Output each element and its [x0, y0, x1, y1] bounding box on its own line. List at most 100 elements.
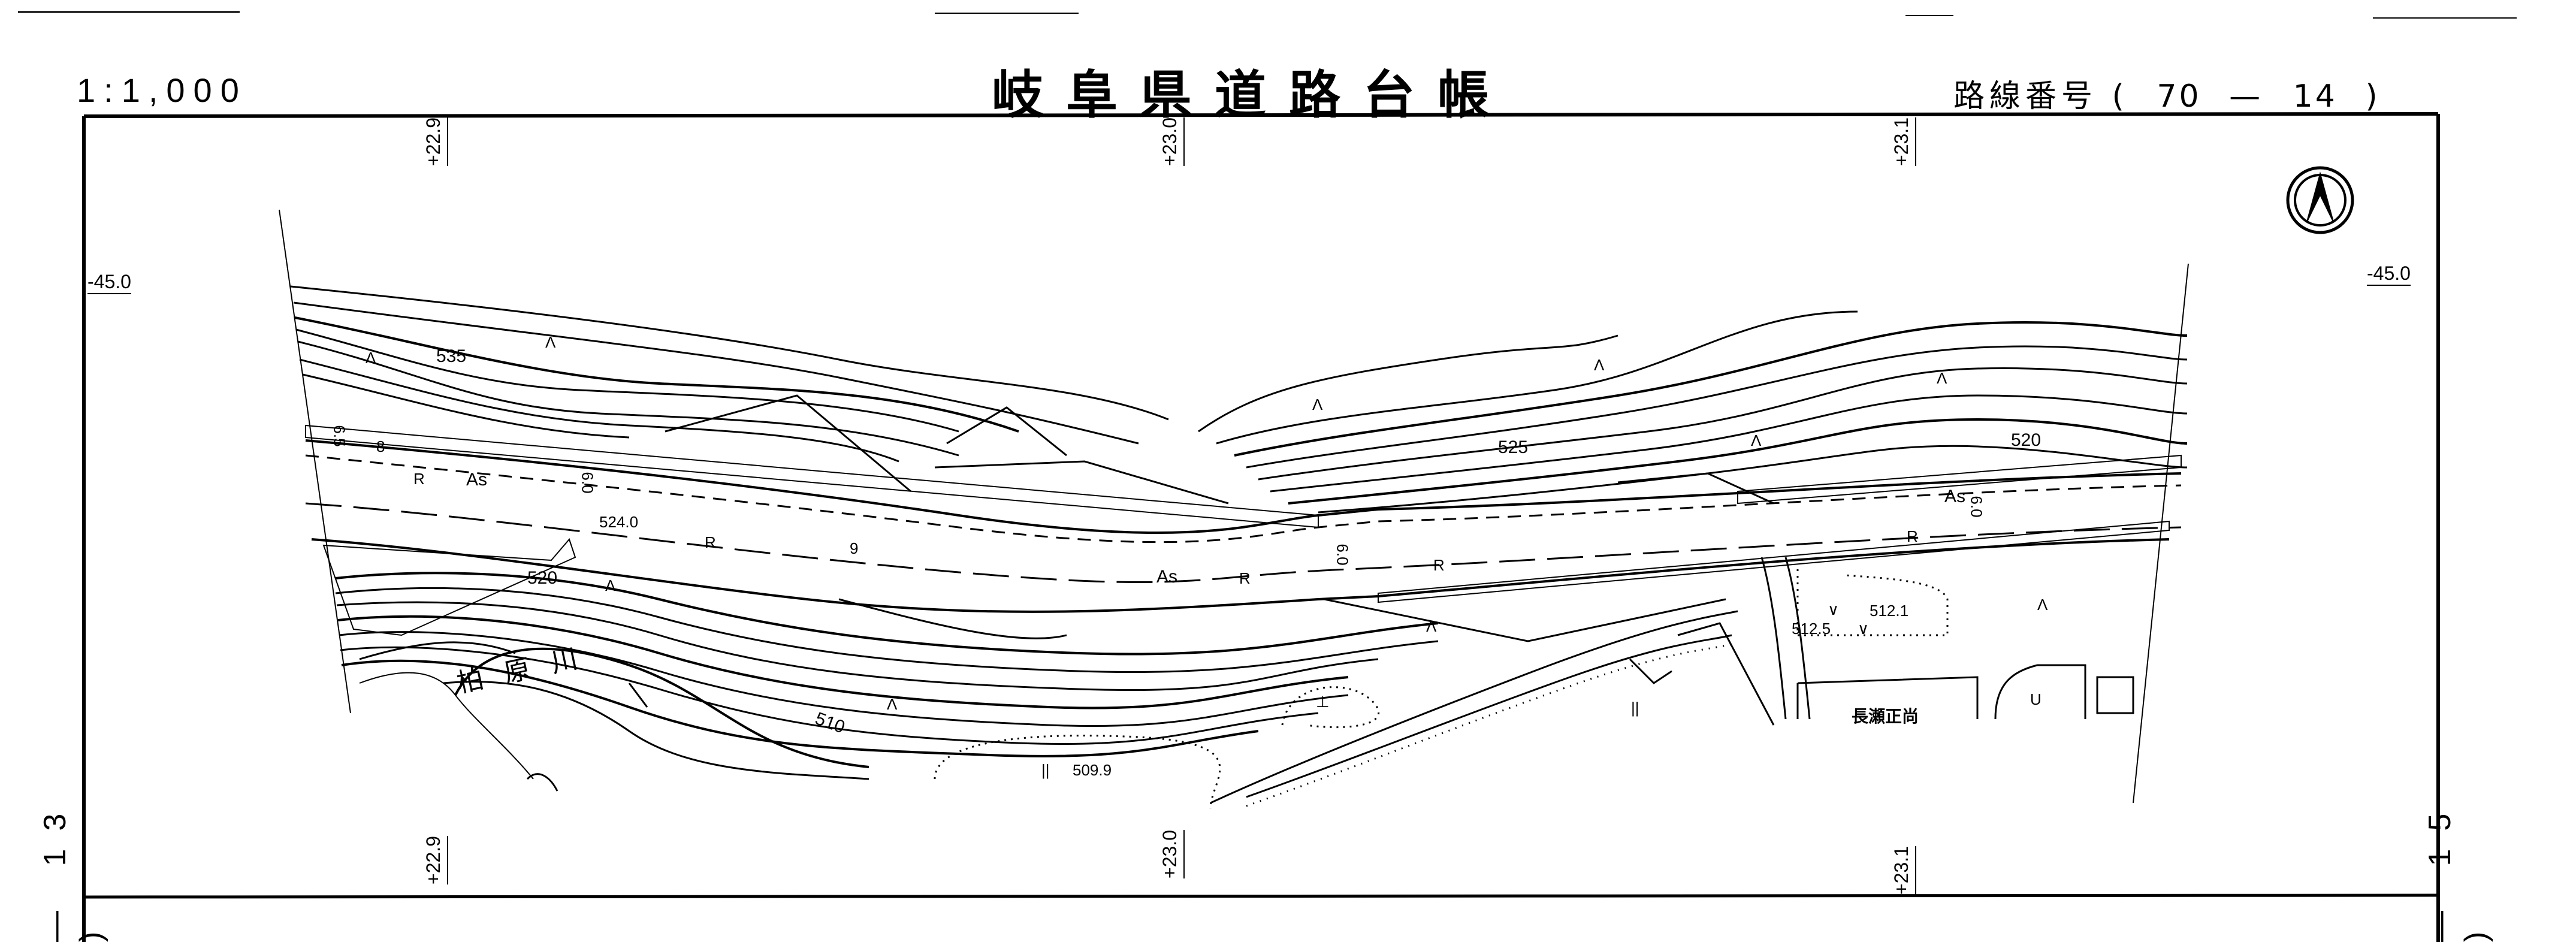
north-arrow-icon — [2286, 166, 2354, 234]
contour-line — [454, 647, 869, 768]
cut-slope-outline — [934, 460, 1229, 505]
contour-line — [341, 659, 1259, 757]
road-width-label: 6.0 — [1967, 496, 1986, 518]
retaining-wall-north — [305, 424, 1319, 529]
offset-right: -45.0 — [2367, 262, 2411, 286]
contour-line — [335, 587, 1439, 674]
contour-label: 535 — [436, 346, 467, 366]
offset-left: -45.0 — [87, 271, 131, 294]
river-bank — [359, 672, 534, 780]
land-use-symbol: ∨ — [1858, 620, 1870, 638]
road-width-label: 6.0 — [1333, 544, 1352, 566]
road-width-label: 6.5 — [330, 425, 349, 447]
contour-line — [1216, 310, 1858, 445]
contour-line — [443, 681, 869, 780]
road-edge-north-dashed — [305, 454, 2182, 544]
contour-line — [337, 615, 1349, 709]
route-label: 路線番号 — [1953, 78, 2098, 114]
vegetation-symbol: Λ — [605, 576, 616, 594]
contour-line — [1246, 345, 2188, 469]
embankment-slope-hachure — [1246, 643, 1732, 807]
frame-bottom — [83, 893, 2439, 899]
river-flow-arrow — [628, 683, 648, 708]
contour-line — [293, 301, 1139, 445]
contour-line — [290, 285, 1169, 421]
road-width-label: 8 — [376, 437, 385, 455]
guardrail-label: R — [1907, 527, 1918, 545]
building-outline — [2096, 676, 2134, 714]
contour-line — [1234, 321, 2188, 457]
contour-label: 520 — [2011, 430, 2042, 450]
route-close-paren: ) — [2365, 78, 2382, 114]
sheet-boundary-right — [2133, 263, 2189, 804]
contour-line — [335, 572, 1439, 656]
vegetation-symbol: Λ — [1312, 395, 1323, 413]
contour-line — [336, 601, 1379, 692]
side-road-edge — [1760, 557, 1787, 720]
surface-label: As — [1156, 567, 1178, 587]
cut-slope-outline — [946, 406, 1067, 457]
road-edge-north — [305, 439, 2182, 535]
retaining-wall-east — [1737, 454, 2182, 505]
building-outline — [1677, 622, 1775, 726]
embankment-slope — [1210, 610, 1738, 804]
building-outline — [1994, 664, 2086, 720]
guardrail-label: R — [413, 470, 425, 488]
building-outline — [1796, 676, 1979, 719]
road-width-label: 6.0 — [578, 472, 597, 494]
spot-elevation: 512.5 — [1792, 620, 1831, 638]
route-open-paren: ( — [2112, 78, 2129, 114]
route-number: 路線番号 ( 70 — 14 ) — [1953, 71, 2382, 116]
land-use-symbol: || — [1631, 699, 1639, 717]
contour-line — [1318, 445, 2188, 514]
guardrail-label: R — [1433, 556, 1445, 574]
contour-line — [339, 631, 1349, 727]
retaining-wall-south — [1378, 520, 2170, 603]
spot-elevation: 524.0 — [599, 513, 639, 531]
guardrail-label: R — [1239, 569, 1251, 587]
dotted-boundary — [1281, 686, 1380, 729]
road-centerline — [305, 502, 2182, 583]
map-scale: 1:1,000 — [77, 71, 247, 109]
river-bank — [359, 641, 516, 660]
route-number-value: 70 — [2157, 78, 2201, 114]
vegetation-symbol: Λ — [545, 333, 556, 351]
road-width-label: 9 — [850, 539, 859, 557]
contour-line — [340, 646, 1319, 745]
sheet-boundary-left — [279, 209, 351, 714]
contour-line — [294, 316, 1019, 433]
side-road-edge — [1324, 598, 1726, 642]
contour-line — [299, 358, 899, 463]
vegetation-symbol: Λ — [2037, 596, 2048, 614]
contour-line — [297, 340, 959, 457]
side-road-edge — [1784, 557, 1811, 720]
vegetation-symbol: Λ — [366, 349, 376, 367]
route-dash: — — [2229, 78, 2266, 114]
surface-label: As — [466, 470, 488, 490]
vegetation-symbol: Λ — [887, 695, 898, 713]
vegetation-symbol: Λ — [1594, 356, 1605, 374]
land-use-symbol: || — [1041, 761, 1050, 779]
vegetation-symbol: Λ — [1937, 369, 1947, 387]
spot-elevation: 512.1 — [1870, 602, 1909, 620]
building-outline — [1629, 658, 1672, 684]
cut-slope-outline — [1617, 472, 1774, 505]
slope-grid-area — [322, 538, 576, 636]
dotted-boundary — [1796, 569, 1949, 636]
vegetation-symbol: Λ — [1751, 431, 1762, 449]
contour-label: 520 — [527, 568, 558, 588]
road-edge-south — [311, 538, 2170, 613]
contour-line — [1198, 334, 1618, 433]
road-edge-south-inner — [838, 598, 1067, 639]
contour-line — [295, 328, 959, 433]
surface-label: As — [1944, 487, 1966, 506]
river-bank — [526, 773, 558, 792]
owner-name: 長瀬正尚 — [1852, 707, 1919, 726]
land-use-symbol: ⊥ — [1316, 693, 1330, 711]
dotted-boundary — [934, 735, 1221, 810]
contour-line — [1288, 418, 2188, 505]
frame-top — [83, 112, 2439, 118]
vegetation-symbol: Λ — [1426, 617, 1437, 635]
spot-elevation: 509.9 — [1073, 761, 1112, 779]
